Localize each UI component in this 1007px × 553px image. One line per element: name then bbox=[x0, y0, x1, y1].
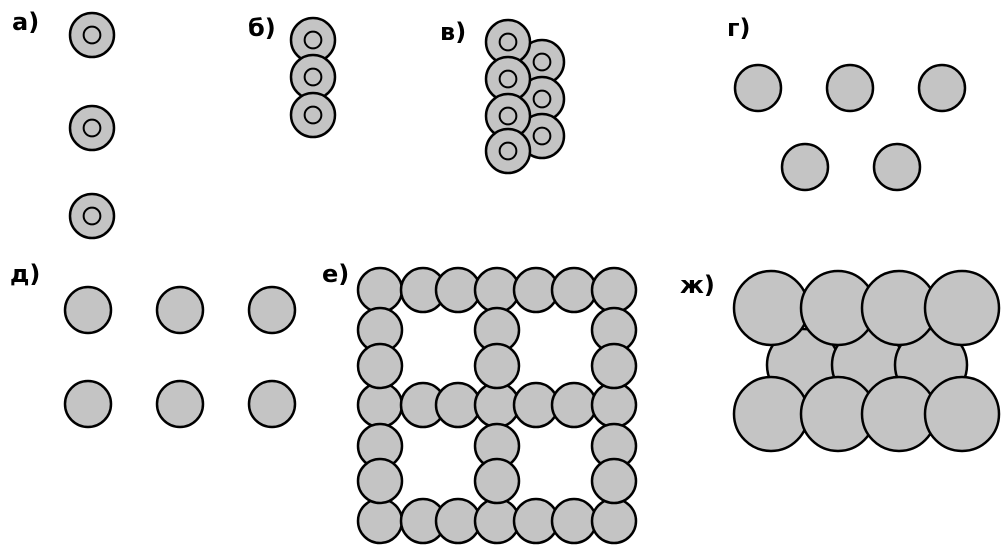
ring-unit bbox=[68, 11, 116, 59]
particle bbox=[590, 381, 638, 429]
particle bbox=[155, 285, 205, 335]
particle bbox=[63, 379, 113, 429]
panel-b-chain bbox=[289, 16, 337, 139]
particle bbox=[917, 63, 967, 113]
particle bbox=[473, 381, 521, 429]
particle bbox=[356, 497, 404, 545]
particle bbox=[550, 497, 598, 545]
particle bbox=[590, 342, 638, 390]
particle bbox=[356, 381, 404, 429]
particle bbox=[590, 266, 638, 314]
particle bbox=[872, 142, 922, 192]
panel-e-framework bbox=[356, 266, 638, 545]
particle bbox=[825, 63, 875, 113]
particle bbox=[590, 497, 638, 545]
particle bbox=[473, 457, 521, 505]
inner-ring bbox=[532, 52, 552, 72]
label-v: в) bbox=[440, 18, 466, 46]
label-g: г) bbox=[727, 14, 751, 42]
inner-ring bbox=[532, 89, 552, 109]
inner-ring bbox=[498, 32, 518, 52]
label-e: е) bbox=[322, 260, 349, 288]
inner-ring bbox=[532, 126, 552, 146]
particle bbox=[733, 63, 783, 113]
particle bbox=[356, 457, 404, 505]
label-a: а) bbox=[12, 8, 39, 36]
particle bbox=[550, 381, 598, 429]
ring-unit-front bbox=[484, 127, 532, 175]
particle bbox=[473, 266, 521, 314]
particle bbox=[780, 142, 830, 192]
particle bbox=[247, 285, 297, 335]
panel-zh-close-packed bbox=[732, 269, 1001, 453]
label-d: д) bbox=[10, 260, 40, 288]
particle bbox=[356, 342, 404, 390]
inner-ring bbox=[303, 67, 323, 87]
particle bbox=[550, 266, 598, 314]
inner-ring bbox=[498, 69, 518, 89]
panel-d-grid-circles bbox=[63, 285, 297, 429]
label-b: б) bbox=[248, 14, 276, 42]
particle bbox=[434, 497, 482, 545]
particle bbox=[473, 497, 521, 545]
particle bbox=[434, 266, 482, 314]
particle bbox=[155, 379, 205, 429]
panel-a-isolated-rings bbox=[68, 11, 116, 240]
particle bbox=[434, 381, 482, 429]
label-zh: ж) bbox=[680, 271, 715, 299]
panel-g-isolated-circles bbox=[733, 63, 967, 192]
particle bbox=[63, 285, 113, 335]
ring-unit bbox=[68, 104, 116, 152]
large-particle bbox=[923, 375, 1001, 453]
large-particle bbox=[923, 269, 1001, 347]
inner-ring bbox=[303, 30, 323, 50]
particle bbox=[247, 379, 297, 429]
inner-ring bbox=[82, 118, 102, 138]
inner-ring bbox=[498, 106, 518, 126]
panel-v-double-chain bbox=[484, 18, 566, 175]
inner-ring bbox=[303, 105, 323, 125]
large-particle bbox=[732, 269, 810, 347]
inner-ring bbox=[82, 206, 102, 226]
particle bbox=[590, 457, 638, 505]
particle bbox=[356, 266, 404, 314]
inner-ring bbox=[498, 141, 518, 161]
large-particle bbox=[732, 375, 810, 453]
ring-unit bbox=[289, 91, 337, 139]
particle bbox=[473, 342, 521, 390]
inner-ring bbox=[82, 25, 102, 45]
ring-unit bbox=[68, 192, 116, 240]
